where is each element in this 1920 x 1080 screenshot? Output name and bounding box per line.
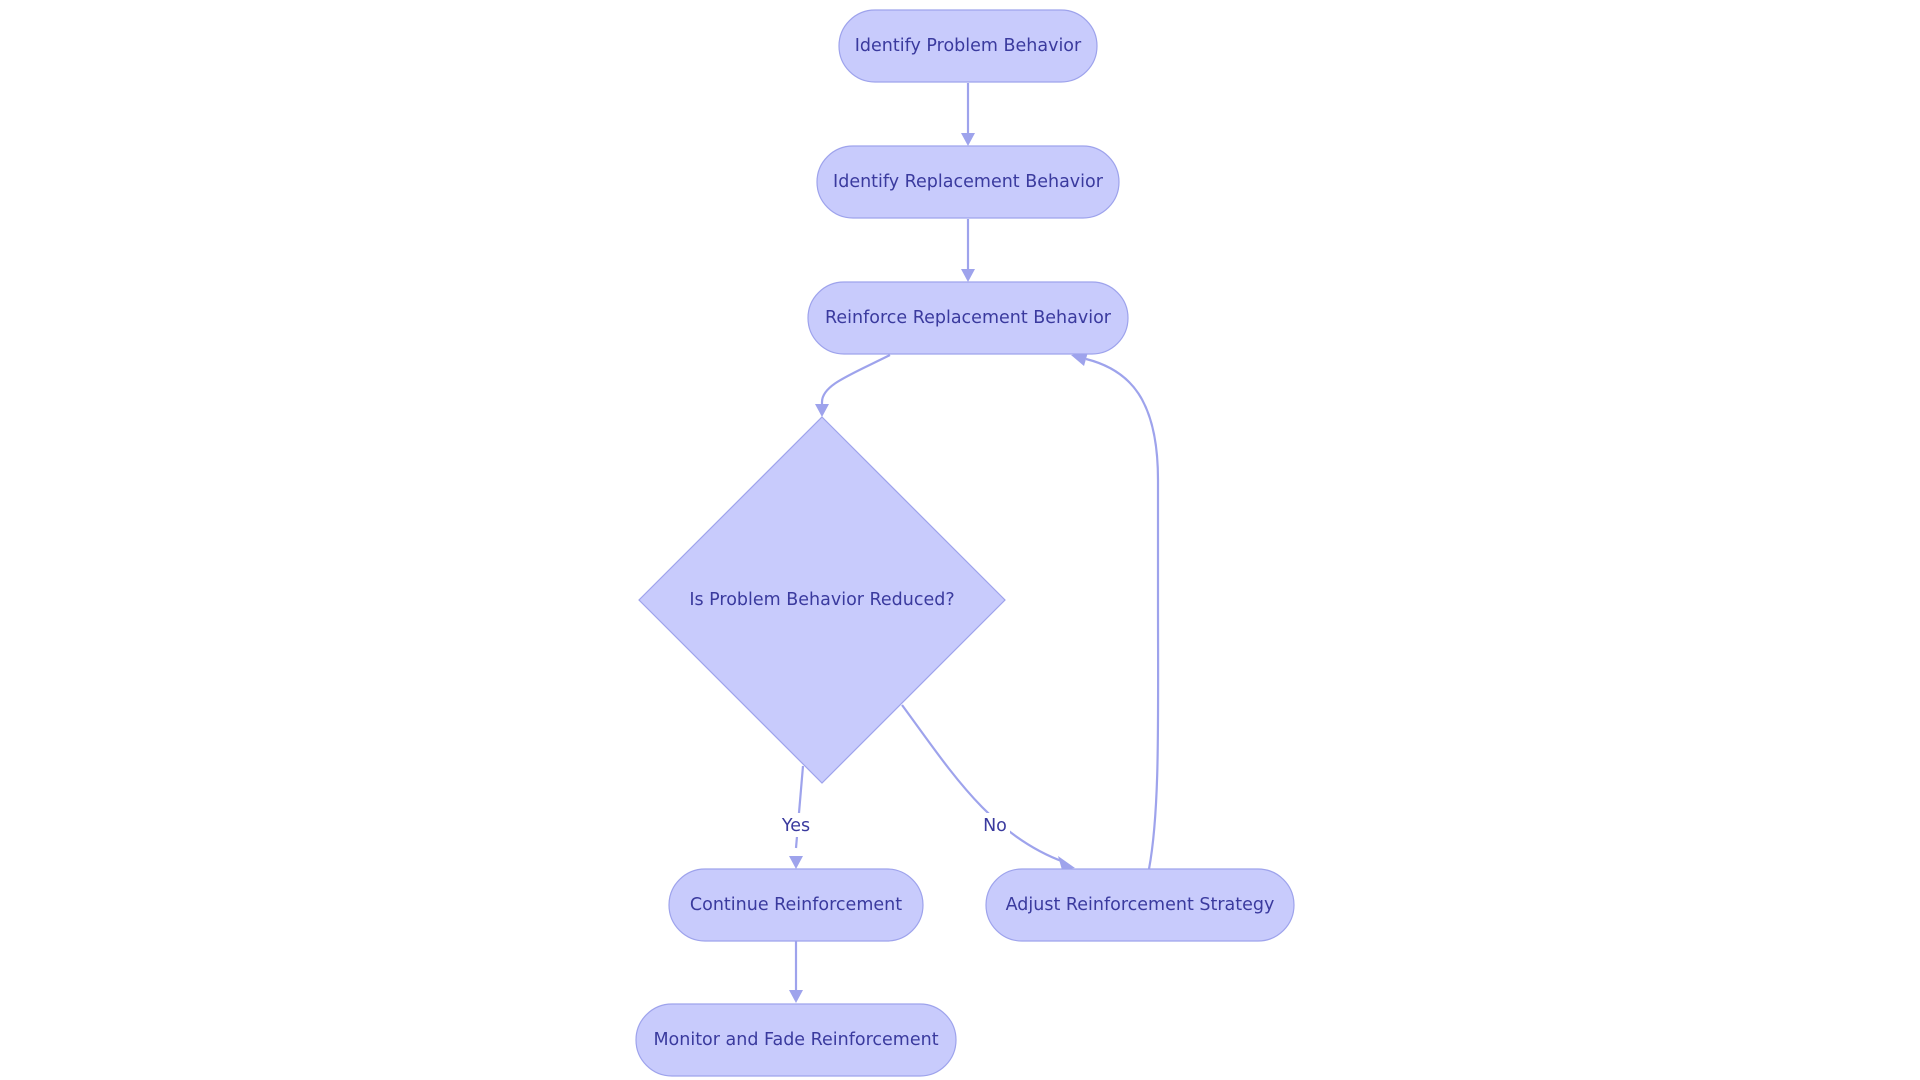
node-identify-problem-behavior[interactable]: Identify Problem Behavior xyxy=(838,9,1098,83)
node-label: Identify Replacement Behavior xyxy=(833,172,1104,192)
edge-label-yes-bg xyxy=(779,813,813,837)
arrowhead-icon xyxy=(1058,856,1075,870)
node-adjust-reinforcement-strategy[interactable]: Adjust Reinforcement Strategy xyxy=(985,868,1295,942)
node-continue-reinforcement[interactable]: Continue Reinforcement xyxy=(668,868,924,942)
node-shape xyxy=(985,868,1295,942)
node-decision-problem-reduced[interactable]: Is Problem Behavior Reduced? xyxy=(638,416,1006,784)
arrowhead-icon xyxy=(789,856,803,869)
node-label: Continue Reinforcement xyxy=(690,895,902,915)
edges xyxy=(789,83,1160,1003)
node-monitor-and-fade-reinforcement[interactable]: Monitor and Fade Reinforcement xyxy=(635,1003,957,1077)
edge-decision-no xyxy=(901,704,1065,864)
edge-label-yes: Yes xyxy=(781,816,810,836)
node-label: Reinforce Replacement Behavior xyxy=(825,308,1112,328)
arrowhead-icon xyxy=(815,404,829,417)
arrowhead-icon xyxy=(961,269,975,282)
arrowhead-icon xyxy=(961,133,975,146)
node-reinforce-replacement-behavior[interactable]: Reinforce Replacement Behavior xyxy=(807,281,1129,355)
node-label: Monitor and Fade Reinforcement xyxy=(653,1030,938,1050)
node-shape xyxy=(807,281,1129,355)
node-shape xyxy=(816,145,1120,219)
node-label: Adjust Reinforcement Strategy xyxy=(1006,895,1275,915)
node-label: Identify Problem Behavior xyxy=(855,36,1082,56)
edge-reinforce-to-decision xyxy=(820,354,891,404)
arrowhead-icon xyxy=(1071,352,1088,366)
node-shape xyxy=(668,868,924,942)
edge-label-no-bg xyxy=(980,813,1010,837)
edge-adjust-to-reinforce xyxy=(1085,357,1160,870)
decision-diamond xyxy=(638,416,1006,784)
edge-label-no: No xyxy=(983,816,1007,836)
node-shape xyxy=(635,1003,957,1077)
node-shape xyxy=(838,9,1098,83)
node-identify-replacement-behavior[interactable]: Identify Replacement Behavior xyxy=(816,145,1120,219)
arrowhead-icon xyxy=(789,990,803,1003)
nodes: Identify Problem Behavior Identify Repla… xyxy=(635,9,1295,1077)
edge-labels: Yes No xyxy=(779,813,1010,837)
node-label: Is Problem Behavior Reduced? xyxy=(689,590,954,610)
